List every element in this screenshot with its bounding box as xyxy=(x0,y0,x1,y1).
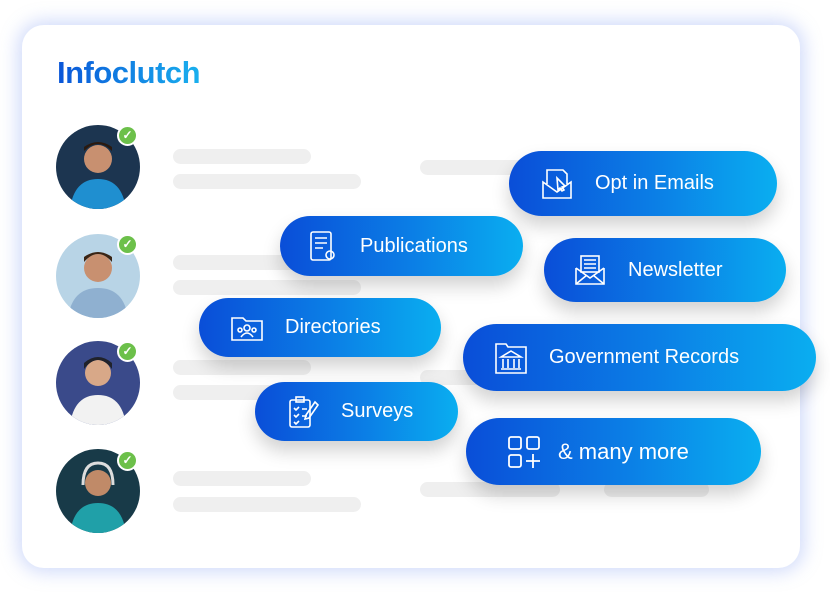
clipboard-checklist-icon xyxy=(285,394,321,430)
skeleton-line xyxy=(173,360,311,375)
pill-opt-in-emails[interactable]: Opt in Emails xyxy=(509,151,777,216)
verified-check-icon: ✓ xyxy=(117,450,138,471)
grid-plus-icon xyxy=(506,434,542,470)
skeleton-line xyxy=(173,280,361,295)
pill-label: Surveys xyxy=(341,400,414,422)
skeleton-line xyxy=(173,471,311,486)
email-click-icon xyxy=(539,166,575,202)
pill-label: Publications xyxy=(360,234,468,257)
newsletter-icon xyxy=(572,252,608,288)
pill-label: & many more xyxy=(558,438,689,464)
pill-newsletter[interactable]: Newsletter xyxy=(544,238,786,302)
pill-directories[interactable]: Directories xyxy=(199,298,441,357)
skeleton-line xyxy=(420,160,540,175)
skeleton-line xyxy=(604,482,709,497)
avatar-profile-3 xyxy=(56,341,140,425)
skeleton-line xyxy=(173,174,361,189)
skeleton-line xyxy=(173,255,311,270)
pill-label: Newsletter xyxy=(628,258,723,281)
pill-surveys[interactable]: Surveys xyxy=(255,382,458,441)
pill-government-records[interactable]: Government Records xyxy=(463,324,816,391)
pill-label: Directories xyxy=(285,316,381,338)
folder-people-icon xyxy=(229,310,265,346)
verified-check-icon: ✓ xyxy=(117,341,138,362)
verified-check-icon: ✓ xyxy=(117,234,138,255)
skeleton-line xyxy=(173,497,361,512)
verified-check-icon: ✓ xyxy=(117,125,138,146)
document-icon xyxy=(304,228,340,264)
pill-label: Government Records xyxy=(549,346,740,368)
skeleton-line xyxy=(173,149,311,164)
infoclutch-logo: Infoclutch xyxy=(57,55,201,90)
government-building-icon xyxy=(493,340,529,376)
pill-many-more[interactable]: & many more xyxy=(466,418,761,485)
pill-label: Opt in Emails xyxy=(595,172,714,194)
skeleton-line xyxy=(420,482,560,497)
pill-publications[interactable]: Publications xyxy=(280,216,523,276)
